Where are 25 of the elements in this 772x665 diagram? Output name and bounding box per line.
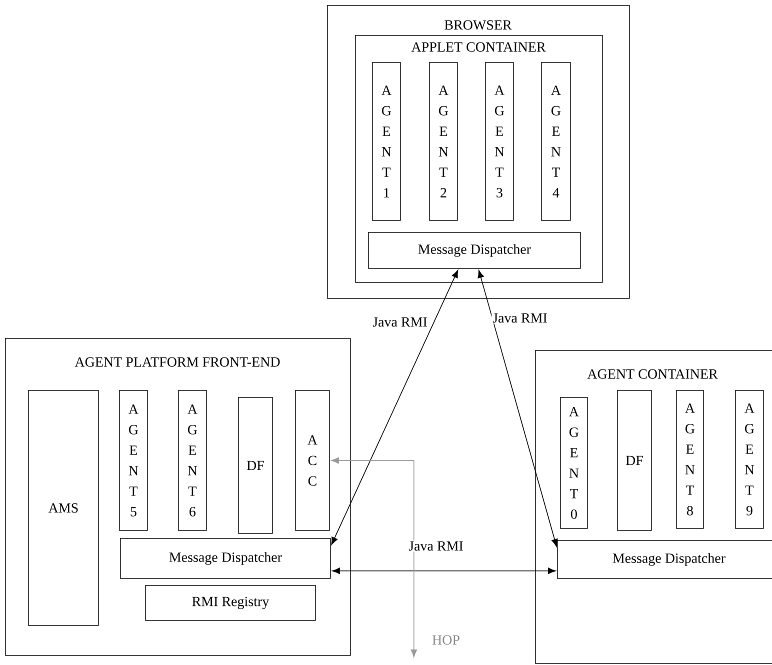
agent-box: AGENT2 xyxy=(429,62,458,221)
agent-box: AGENT0 xyxy=(560,397,588,529)
component-box: Message Dispatcher xyxy=(120,538,331,579)
agent-box: AGENT9 xyxy=(735,390,764,529)
component-box: DF xyxy=(617,390,652,531)
arrow xyxy=(478,270,558,547)
agent-box: AGENT4 xyxy=(541,62,571,221)
arrow xyxy=(331,457,418,658)
agent-box: AGENT3 xyxy=(485,62,514,221)
arrow xyxy=(332,568,556,574)
component-box: AMS xyxy=(28,390,99,626)
edge-label: Java RMI xyxy=(492,312,548,324)
agent-box: AGENT6 xyxy=(178,390,207,531)
agent-box: ACC xyxy=(295,390,330,531)
component-box: DF xyxy=(238,397,273,534)
agent-box: AGENT8 xyxy=(676,390,704,529)
agent-box: AGENT1 xyxy=(372,62,401,221)
edge-label: Java RMI xyxy=(408,540,464,552)
component-box: Message Dispatcher xyxy=(368,232,581,269)
edge-label: Java RMI xyxy=(372,316,428,328)
agent-box: AGENT5 xyxy=(119,390,148,531)
signal-label: HOP xyxy=(432,635,460,645)
component-box: RMI Registry xyxy=(145,585,316,621)
component-box: Message Dispatcher xyxy=(557,540,772,579)
arrow xyxy=(331,270,458,545)
